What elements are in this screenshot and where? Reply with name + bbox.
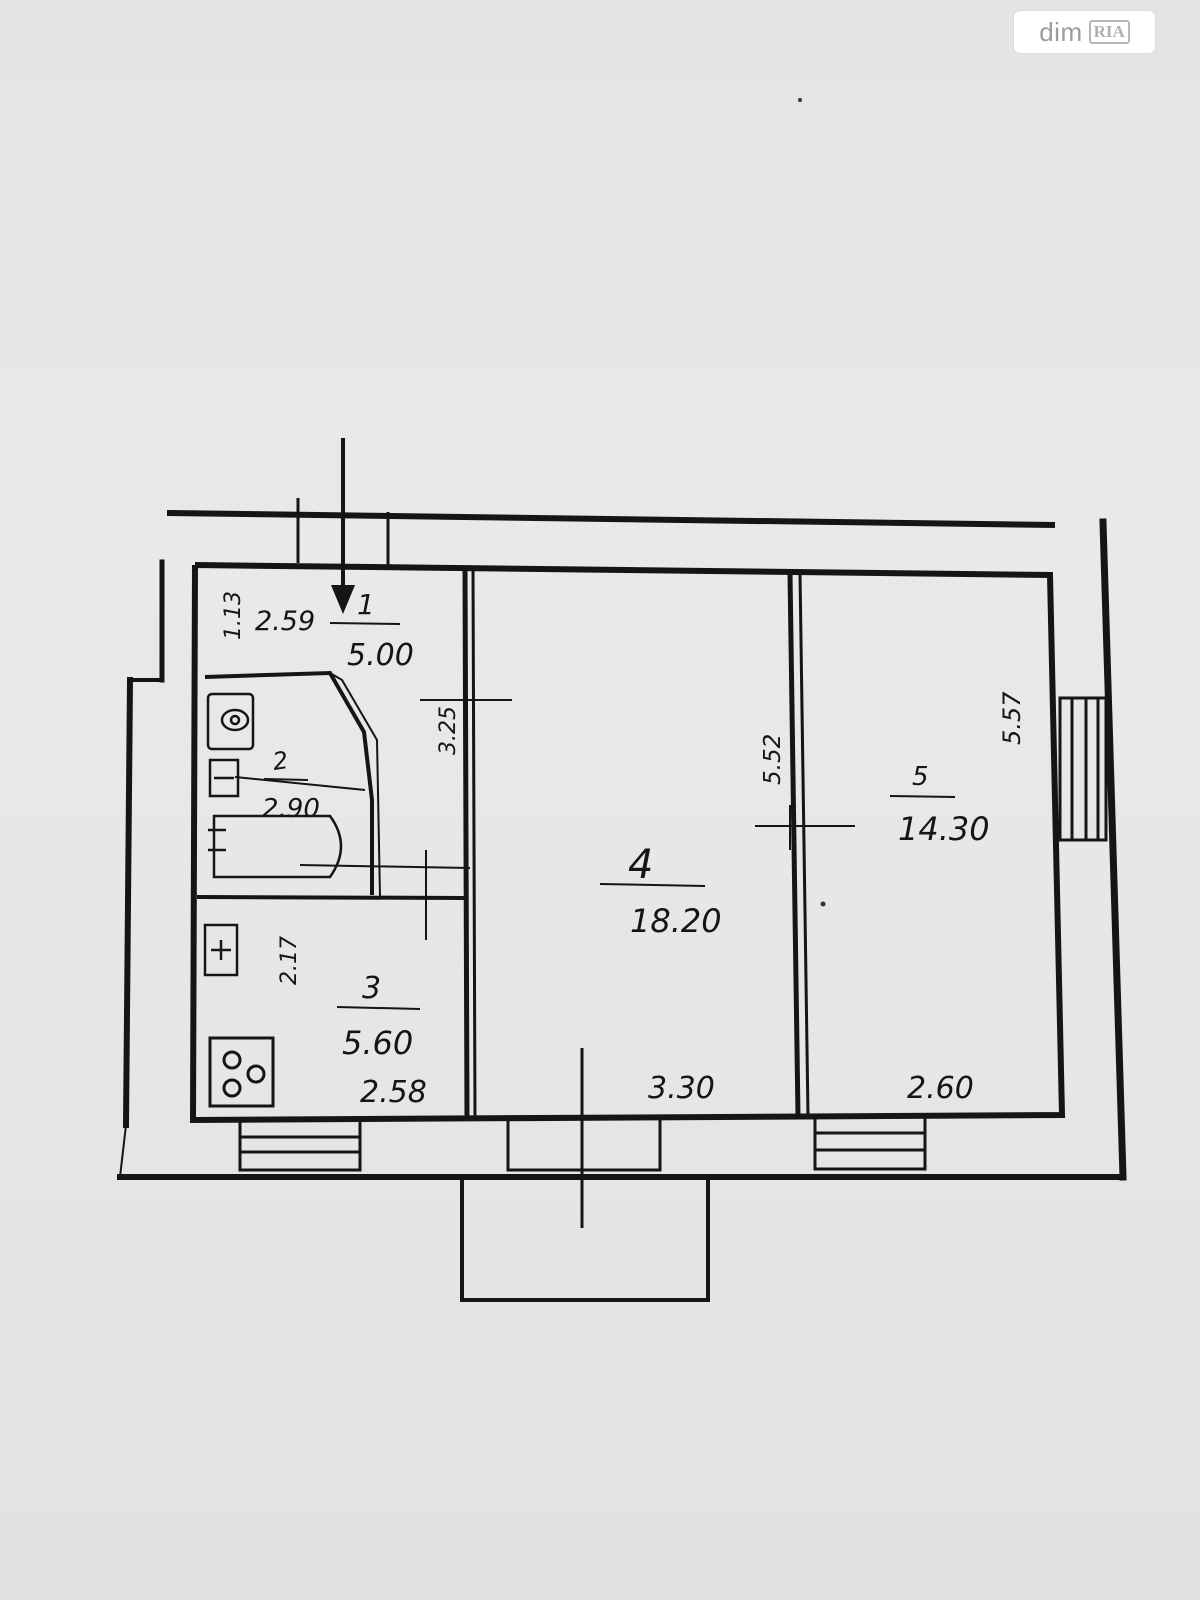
dim-room4-length: 5.52 [760,734,786,785]
room-2-area: 2.90 [262,794,320,824]
watermark-ria-logo: RIA [1088,20,1130,44]
wall-ticks [299,699,855,940]
dim-bath-length: 3.25 [436,706,461,755]
room-5-area: 14.30 [898,810,990,848]
room-4-number: 4 [628,842,653,888]
toilet-icon [206,692,255,751]
room-4-area: 18.20 [630,902,722,940]
entrance-door [296,498,390,566]
room-1-area: 5.00 [347,638,414,673]
windows [238,696,1108,1172]
watermark-badge: dim RIA [1014,11,1155,53]
kitchen-sink-icon [203,923,239,977]
balcony [460,1048,710,1302]
dim-room5-width: 2.60 [907,1071,974,1106]
entrance-arrow-icon [331,438,355,614]
room-5-number: 5 [912,762,929,792]
dim-hall-depth: 1.13 [221,591,246,640]
context-walls [117,509,1127,1181]
dim-kitchen-width: 2.58 [360,1075,427,1110]
room-2-number: 2 [271,746,290,776]
dim-room4-width: 3.30 [648,1071,715,1106]
dim-kitchen-depth: 2.17 [277,936,302,985]
dim-hall-width: 2.59 [255,606,315,637]
stove-icon [208,1036,275,1108]
sink-icon [208,758,240,798]
watermark-brand: dim [1039,16,1083,47]
bathroom-partition [204,670,381,898]
room-3-number: 3 [362,971,381,1006]
fraction-bars [263,622,956,1010]
apartment-walls [189,562,1066,1124]
room-1-number: 1 [357,588,375,621]
bathtub-icon [208,814,343,879]
dim-room5-length: 5.57 [998,691,1026,745]
room-3-area: 5.60 [342,1024,413,1062]
